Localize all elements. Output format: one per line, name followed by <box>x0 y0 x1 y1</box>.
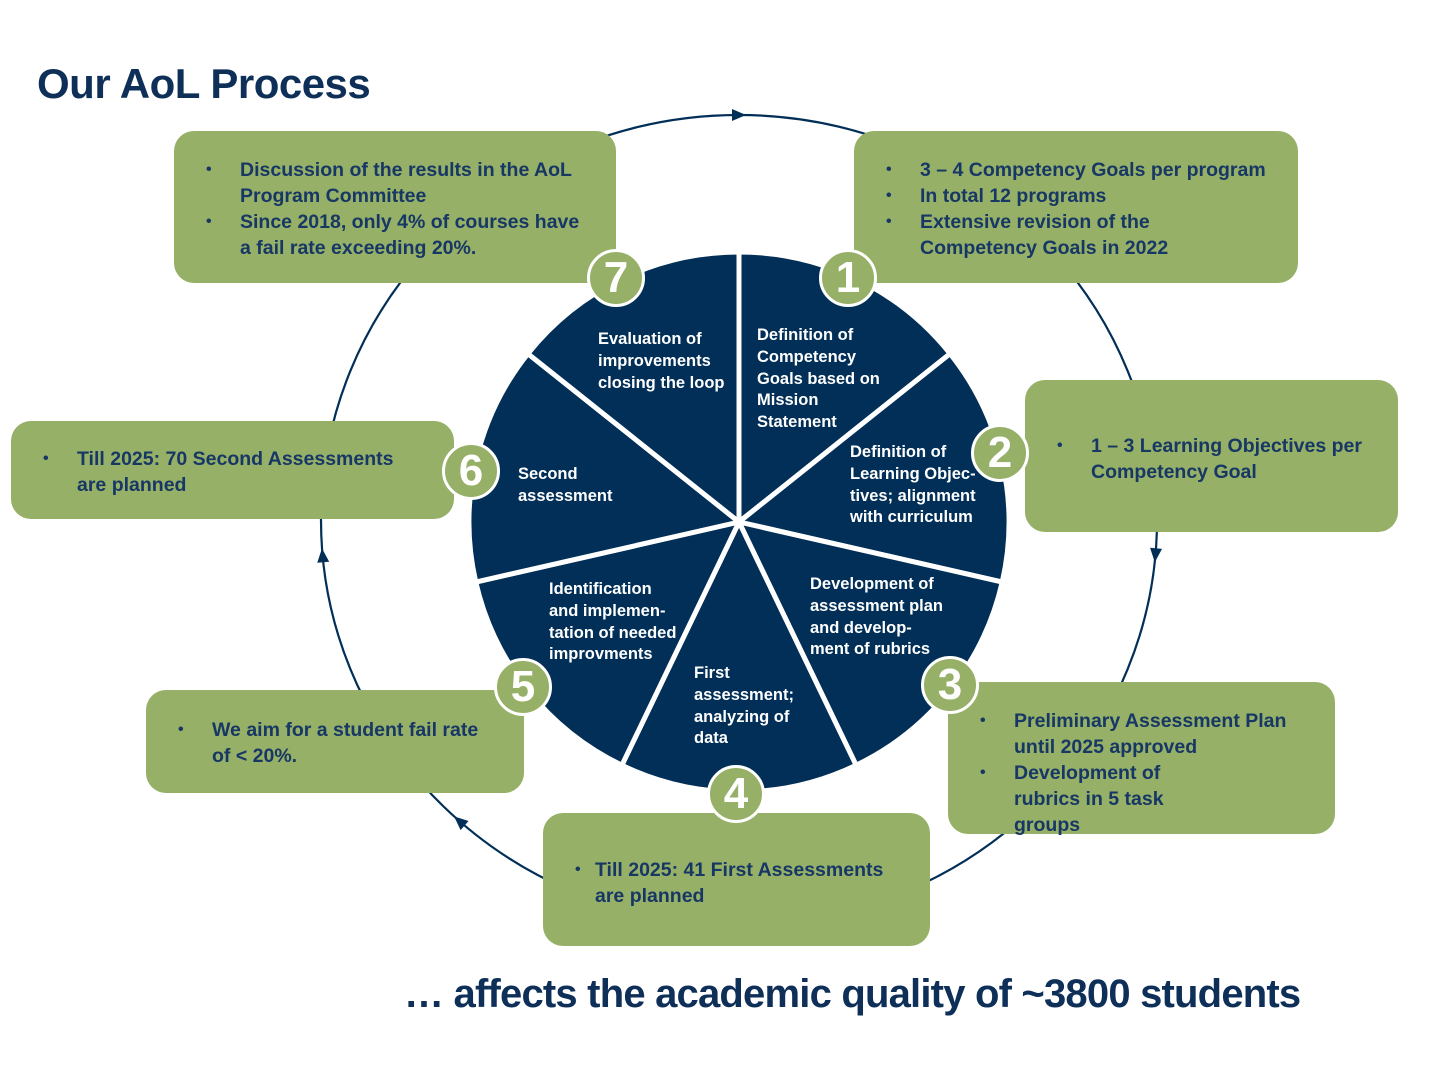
step-2-bullet: 1 – 3 Learning Objectives per Competency… <box>1025 433 1398 485</box>
step-5-info-box: We aim for a student fail rate of < 20%. <box>146 690 524 793</box>
step-3-number-badge: 3 <box>921 656 979 714</box>
step-1-bullet: 3 – 4 Competency Goals per program <box>854 157 1298 183</box>
step-1-info-box: 3 – 4 Competency Goals per program In to… <box>854 131 1298 283</box>
segment-label-4: First assessment; analyzing of data <box>694 664 794 748</box>
cycle-arrowhead-icon <box>317 548 330 563</box>
step-6-info-box: Till 2025: 70 Second Assessments are pla… <box>11 421 454 519</box>
cycle-arrowhead-icon <box>732 109 746 121</box>
cycle-arrowhead-icon <box>1150 547 1163 563</box>
step-4-bullet: Till 2025: 41 First Assessments are plan… <box>543 857 930 909</box>
cycle-arrowhead-icon <box>454 816 469 831</box>
segment-label-7: Evaluation of improvements closing the l… <box>598 330 725 392</box>
step-4-info-box: Till 2025: 41 First Assessments are plan… <box>543 813 930 946</box>
step-6-number-badge: 6 <box>442 442 500 500</box>
step-6-bullet: Till 2025: 70 Second Assessments are pla… <box>11 446 454 498</box>
footer-statement: … affects the academic quality of ~3800 … <box>404 972 1301 1016</box>
step-2-number-badge: 2 <box>971 424 1029 482</box>
step-1-bullet: Extensive revision of the Competency Goa… <box>854 209 1298 261</box>
step-7-bullet: Discussion of the results in the AoL Pro… <box>174 157 616 209</box>
page-title: Our AoL Process <box>37 60 371 107</box>
segment-label-1: Definition of Competency Goals based on … <box>757 326 880 432</box>
step-7-bullet: Since 2018, only 4% of courses have a fa… <box>174 209 616 261</box>
step-3-info-box: Preliminary Assessment Plan until 2025 a… <box>948 682 1335 836</box>
step-2-info-box: 1 – 3 Learning Objectives per Competency… <box>1025 380 1398 532</box>
step-7-info-box: Discussion of the results in the AoL Pro… <box>174 131 616 283</box>
step-5-number-badge: 5 <box>494 658 552 716</box>
segment-label-2: Definition of Learning Objec- tives; ali… <box>850 443 976 527</box>
step-1-bullet: In total 12 programs <box>854 183 1298 209</box>
step-4-number-badge: 4 <box>707 765 765 823</box>
step-3-bullet: Development of rubrics in 5 task groups <box>948 760 1335 838</box>
step-5-bullet: We aim for a student fail rate of < 20%. <box>146 717 524 769</box>
segment-label-5: Identification and implemen- tation of n… <box>549 580 677 664</box>
step-3-bullet: Preliminary Assessment Plan until 2025 a… <box>948 708 1335 760</box>
step-7-number-badge: 7 <box>587 249 645 307</box>
step-1-number-badge: 1 <box>819 249 877 307</box>
segment-label-3: Development of assessment plan and devel… <box>810 575 943 659</box>
segment-label-6: Second assessment <box>518 465 613 505</box>
